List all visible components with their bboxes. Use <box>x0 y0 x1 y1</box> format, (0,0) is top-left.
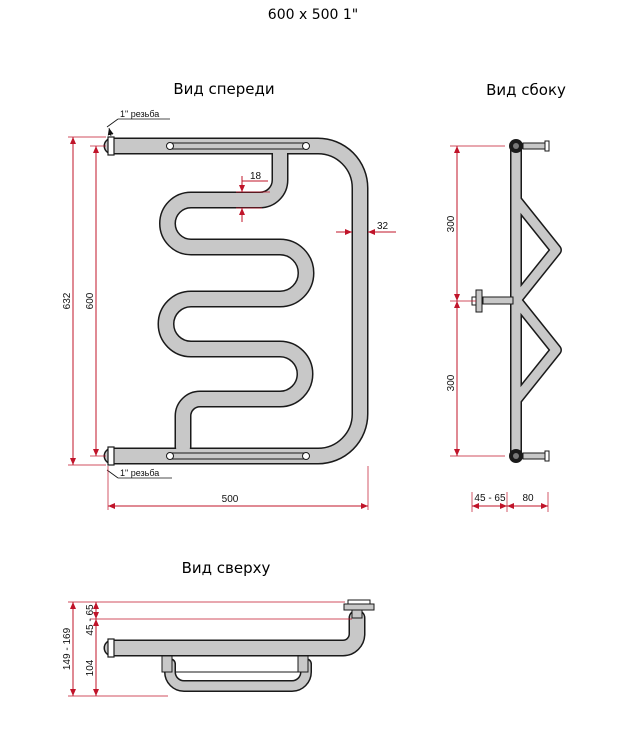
top-wall-mount <box>343 599 375 619</box>
thread-top-label: 1" резьба <box>120 109 159 119</box>
side-collector-ends <box>509 139 550 463</box>
dim-side-lower: 300 <box>446 301 505 457</box>
dim-bend: 18 <box>236 171 270 222</box>
front-view-title: Вид спереди <box>173 80 274 98</box>
side-view-title: Вид сбоку <box>486 81 566 99</box>
dim-top-overall-label: 149 - 169 <box>62 627 73 670</box>
side-view: Вид сбоку <box>446 81 566 512</box>
dim-width: 500 <box>107 466 369 510</box>
top-view: Вид сверху 149 - 1 <box>62 559 375 697</box>
dim-600-label: 600 <box>85 292 96 309</box>
dim-side-bottom: 45 - 65 80 <box>471 492 549 512</box>
dim-connection-height: 600 <box>85 145 106 457</box>
towel-rail-front-fill <box>105 139 367 463</box>
towel-rail-top-pipe <box>103 609 366 658</box>
dim-300-upper-label: 300 <box>446 215 457 232</box>
towel-rail-top-loop <box>161 655 312 692</box>
dim-side-wall-label: 45 - 65 <box>474 493 506 504</box>
dim-632-label: 632 <box>62 292 73 309</box>
thread-bottom-label: 1" резьба <box>120 468 159 478</box>
towel-rail-side-fill <box>511 141 561 461</box>
thread-label-top: 1" резьба <box>106 109 170 137</box>
dim-top-wall-label: 45 - 65 <box>85 604 96 636</box>
thread-label-bottom: 1" резьба <box>106 468 172 479</box>
front-view: Вид спереди 1 <box>62 80 396 510</box>
front-brackets <box>166 142 310 460</box>
dim-500-label: 500 <box>222 494 239 505</box>
top-view-title: Вид сверху <box>182 559 271 577</box>
dim-pipe-diameter: 32 <box>336 221 396 235</box>
front-thread-ends <box>107 136 115 466</box>
dim-32-label: 32 <box>377 221 389 232</box>
dim-side-upper: 300 <box>446 145 505 302</box>
drawing-title: 600 x 500 1" <box>268 7 358 23</box>
side-wall-mount <box>471 289 514 313</box>
dim-300-lower-label: 300 <box>446 374 457 391</box>
dim-18-label: 18 <box>250 171 262 182</box>
dim-top-pipe-offset-label: 104 <box>85 659 96 676</box>
dim-side-depth-label: 80 <box>522 493 534 504</box>
dim-total-height: 632 <box>62 136 106 466</box>
dim-top-view: 149 - 169 45 - 65 104 <box>62 601 352 697</box>
